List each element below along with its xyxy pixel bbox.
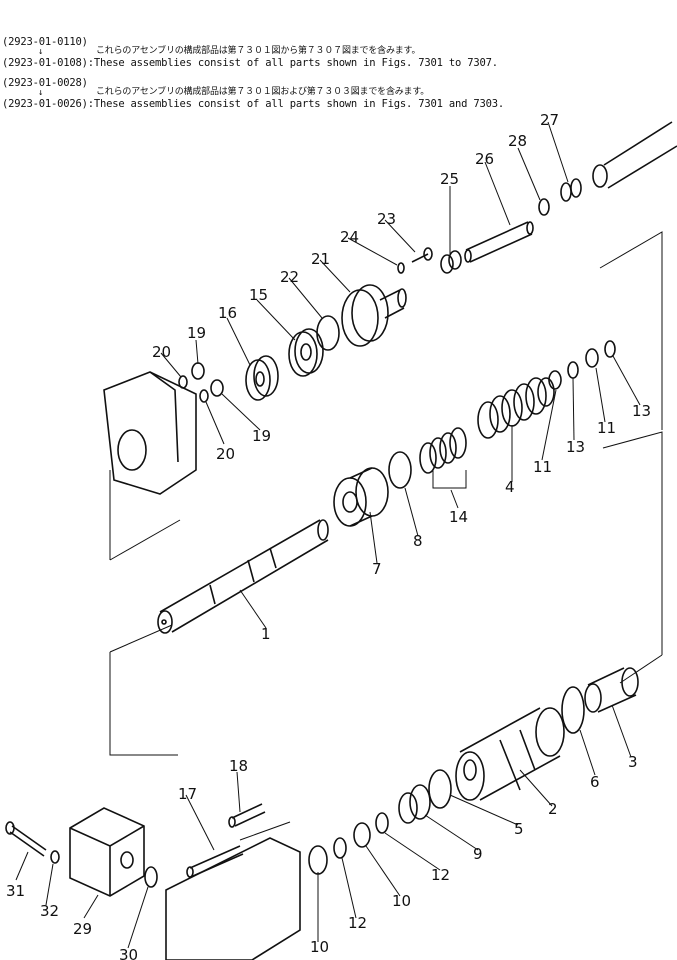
part-29-cover [69, 807, 145, 897]
label-9: 9 [473, 845, 483, 863]
label-19a: 19 [187, 324, 206, 342]
label-2: 2 [548, 800, 558, 818]
part-17-bolt [186, 845, 244, 878]
part-22-ring [316, 315, 340, 351]
label-13a: 13 [566, 438, 585, 456]
note-code-line-2: (2923-01-0028) [2, 77, 88, 89]
part-10-ring-b [353, 822, 371, 848]
note-english-line-1: (2923-01-0108):These assemblies consist … [2, 57, 498, 69]
label-4: 4 [505, 478, 515, 496]
part-27-fitting [560, 121, 677, 202]
label-18: 18 [229, 757, 248, 775]
note-code-line-1: (2923-01-0110) [2, 36, 88, 48]
part-19-nut-a [191, 362, 205, 380]
part-12-ring-b [375, 812, 389, 834]
part-7-piston [333, 467, 389, 527]
seal-rings [50, 198, 616, 888]
part-19-nut-b [210, 379, 224, 397]
part-13-ring-b [604, 340, 616, 358]
part-6-ring [561, 686, 585, 734]
leader-lines [15, 121, 641, 949]
part-13-ring-a [567, 361, 579, 379]
label-15: 15 [249, 286, 268, 304]
label-27: 27 [540, 111, 559, 129]
label-24: 24 [340, 228, 359, 246]
part-number-labels: 1 2 3 4 5 6 7 8 9 10 10 11 11 12 12 13 1… [6, 111, 651, 960]
part-16-plate [245, 355, 279, 401]
label-12a: 12 [431, 866, 450, 884]
label-21: 21 [311, 250, 330, 268]
label-29: 29 [73, 920, 92, 938]
label-13b: 13 [632, 402, 651, 420]
label-8: 8 [413, 532, 423, 550]
part-9-cap [398, 784, 431, 824]
note-japanese-line-1: これらのアセンブリの構成部品は第７３０１図から第７３０７図までを含みます。 [96, 46, 421, 56]
label-20b: 20 [216, 445, 235, 463]
note-arrow-2: ↓ [38, 88, 44, 98]
label-19b: 19 [252, 427, 271, 445]
lower-housing [165, 837, 301, 960]
part-1-shaft [157, 519, 329, 634]
part-18-bolt [228, 803, 266, 828]
label-12b: 12 [348, 914, 367, 932]
part-2-valve-body [455, 707, 565, 801]
part-8-ring [388, 451, 412, 489]
part-10-ring-a [308, 845, 328, 875]
label-23: 23 [377, 210, 396, 228]
label-16: 16 [218, 304, 237, 322]
label-11a: 11 [533, 458, 552, 476]
label-31: 31 [6, 882, 25, 900]
part-26-pin [464, 221, 534, 263]
part-4-spring-assembly [477, 377, 555, 439]
part-15-plate [288, 328, 324, 377]
part-14-spring [419, 427, 467, 489]
label-10a: 10 [392, 892, 411, 910]
label-1: 1 [261, 625, 271, 643]
label-14: 14 [449, 508, 468, 526]
label-28: 28 [508, 132, 527, 150]
note-japanese-line-2: これらのアセンブリの構成部品は第７３０１図および第７３０３図までを含みます。 [96, 87, 430, 97]
label-7: 7 [372, 560, 382, 578]
label-17: 17 [178, 785, 197, 803]
upper-housing [103, 371, 197, 495]
label-26: 26 [475, 150, 494, 168]
part-30-ring [144, 866, 158, 888]
part-25-nut [440, 250, 462, 274]
part-21-flange [341, 284, 407, 347]
part-20-washer-b [199, 389, 209, 403]
part-3-sleeve [584, 667, 639, 713]
part-12-ring-a [333, 837, 347, 859]
label-25: 25 [440, 170, 459, 188]
part-11-ring-a [548, 370, 562, 390]
note-english-line-2: (2923-01-0026):These assemblies consist … [2, 98, 504, 110]
label-20a: 20 [152, 343, 171, 361]
label-5: 5 [514, 820, 524, 838]
label-32: 32 [40, 902, 59, 920]
part-5-ring [428, 769, 452, 809]
label-6: 6 [590, 773, 600, 791]
part-24-washer [397, 262, 405, 274]
label-22: 22 [280, 268, 299, 286]
part-28-ring [538, 198, 550, 216]
label-11b: 11 [597, 419, 616, 437]
label-30: 30 [119, 946, 138, 960]
note-arrow-1: ↓ [38, 47, 44, 57]
part-23-bolt [411, 247, 433, 263]
part-31-bolt [5, 821, 47, 857]
boundary-lines [109, 231, 663, 841]
label-10b: 10 [310, 938, 329, 956]
part-32-washer [50, 850, 60, 864]
part-11-ring-b [585, 348, 599, 368]
label-3: 3 [628, 753, 638, 771]
